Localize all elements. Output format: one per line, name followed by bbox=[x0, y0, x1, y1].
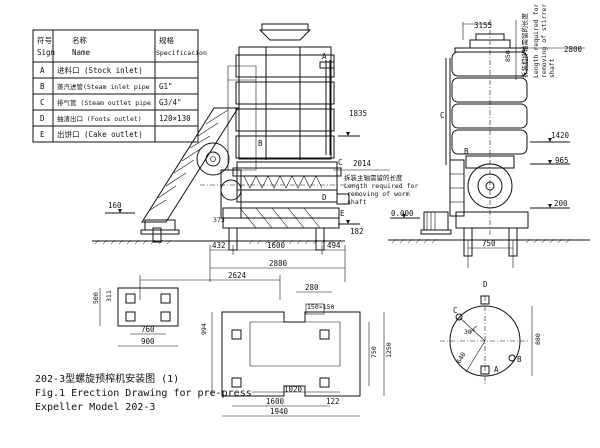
table-row-spec: G1" bbox=[159, 82, 173, 91]
marker-d: D bbox=[322, 193, 327, 202]
dim-160: 160 bbox=[108, 201, 122, 210]
dim-311: 311 bbox=[105, 290, 113, 302]
dim-1020: 1020 bbox=[284, 385, 303, 394]
dim-1940: 1940 bbox=[270, 407, 289, 416]
dim-2880: 2880 bbox=[269, 259, 288, 268]
dim-3155: 3155 bbox=[474, 21, 492, 30]
dim-1600-side: 1600 bbox=[267, 241, 286, 250]
angle-30: 30° bbox=[464, 328, 476, 336]
plan-marker-b: B bbox=[517, 355, 522, 364]
table-row-sign: C bbox=[40, 98, 45, 107]
table-row-spec: G3/4" bbox=[159, 98, 182, 107]
dim-994: 994 bbox=[200, 323, 208, 335]
spec-table: 符号 Sign 名称 Name 规格 Specificacion A 进料口 (… bbox=[32, 29, 207, 143]
dim-640: 640 bbox=[455, 351, 468, 365]
dim-432: 432 bbox=[212, 241, 226, 250]
table-head-spec-cn: 规格 bbox=[159, 35, 174, 45]
dim-373: 373 bbox=[213, 216, 225, 224]
note-stir-en1: Length required for bbox=[532, 4, 540, 78]
note-stir-en2: removing of stirrer bbox=[540, 4, 548, 78]
marker-a: A bbox=[322, 52, 327, 61]
note-worm-en2: removing of worm bbox=[347, 190, 410, 198]
dim-122: 122 bbox=[326, 397, 340, 406]
front-marker-b: B bbox=[464, 147, 469, 156]
table-row-sign: A bbox=[40, 66, 45, 75]
table-row-name: 出饼口 (Cake outlet) bbox=[57, 129, 143, 139]
title-block: 202-3型螺旋预榨机安装图 (1) Fig.1 Erection Drawin… bbox=[35, 372, 252, 413]
dim-200: 200 bbox=[554, 199, 568, 208]
table-head-name-en: Name bbox=[72, 48, 91, 57]
note-worm-en1: Length required for bbox=[344, 182, 418, 190]
marker-e: E bbox=[340, 209, 345, 218]
dim-760: 760 bbox=[141, 325, 155, 334]
note-stir-cn: 拆装搅拌轴需留的长度 bbox=[520, 13, 529, 79]
dim-1250: 1250 bbox=[385, 342, 393, 358]
plan-marker-a: A bbox=[494, 365, 499, 374]
dim-1835: 1835 bbox=[349, 109, 367, 118]
dim-0000: 0.000 bbox=[391, 209, 414, 218]
dim-2800: 2800 bbox=[564, 45, 583, 54]
table-head-spec-en: Specificacion bbox=[156, 49, 207, 57]
table-row-sign: E bbox=[40, 130, 45, 139]
dim-750-plan: 750 bbox=[370, 346, 378, 358]
plan-marker-d: D bbox=[483, 280, 488, 289]
table-row-name: 进料口 (Stock inlet) bbox=[57, 65, 143, 75]
table-head-name-cn: 名称 bbox=[72, 35, 87, 45]
dim-900: 900 bbox=[141, 337, 155, 346]
table-row-sign: B bbox=[40, 82, 45, 91]
table-head-sign-en: Sign bbox=[37, 48, 55, 57]
table-row-sign: D bbox=[40, 114, 45, 123]
front-marker-c: C bbox=[440, 111, 445, 120]
dim-1420: 1420 bbox=[551, 131, 570, 140]
note-worm-cn: 拆装主轴需留的长度 bbox=[344, 173, 403, 182]
title-en-line1: Fig.1 Erection Drawing for pre-press bbox=[35, 388, 252, 399]
foundation-plans: 2624 500 311 760 900 150×150 280 994 750… bbox=[92, 271, 542, 417]
dim-150x150: 150×150 bbox=[307, 303, 334, 311]
table-row-name: 蒸汽进管(Steam inlet pipe bbox=[57, 82, 150, 91]
plan-marker-c: C bbox=[453, 306, 458, 315]
table-row-name: 排气管 (Steam outlet pipe bbox=[57, 98, 151, 107]
dim-2624: 2624 bbox=[228, 271, 247, 280]
marker-c: C bbox=[338, 158, 343, 167]
title-en-line2: Expeller Model 202-3 bbox=[35, 402, 155, 413]
marker-b: B bbox=[258, 139, 263, 148]
dim-494: 494 bbox=[327, 241, 341, 250]
dim-500: 500 bbox=[92, 292, 100, 304]
dim-965: 965 bbox=[555, 156, 569, 165]
dim-182: 182 bbox=[350, 227, 364, 236]
table-head-sign-cn: 符号 bbox=[37, 35, 52, 45]
dim-850: 850 bbox=[504, 50, 512, 62]
side-elevation: A B C D E 160 373 1835 182 2014 拆装主轴需留的长… bbox=[92, 23, 418, 282]
dim-750-front: 750 bbox=[482, 239, 496, 248]
front-elevation: C B 3155 850 2800 拆装搅拌轴需留的长度 Length requ… bbox=[388, 4, 590, 268]
dim-280: 280 bbox=[305, 283, 319, 292]
table-row-spec: 120×130 bbox=[159, 114, 191, 123]
note-stir-en3: shaft bbox=[548, 58, 556, 78]
dim-1600-plan: 1600 bbox=[266, 397, 285, 406]
title-cn: 202-3型螺旋预榨机安装图 (1) bbox=[35, 372, 179, 385]
dim-880: 880 bbox=[534, 333, 542, 345]
note-worm-en3: shaft bbox=[347, 198, 367, 206]
table-row-name: 抽渣出口 (Foots outlet) bbox=[57, 114, 142, 123]
dim-2014: 2014 bbox=[353, 159, 372, 168]
